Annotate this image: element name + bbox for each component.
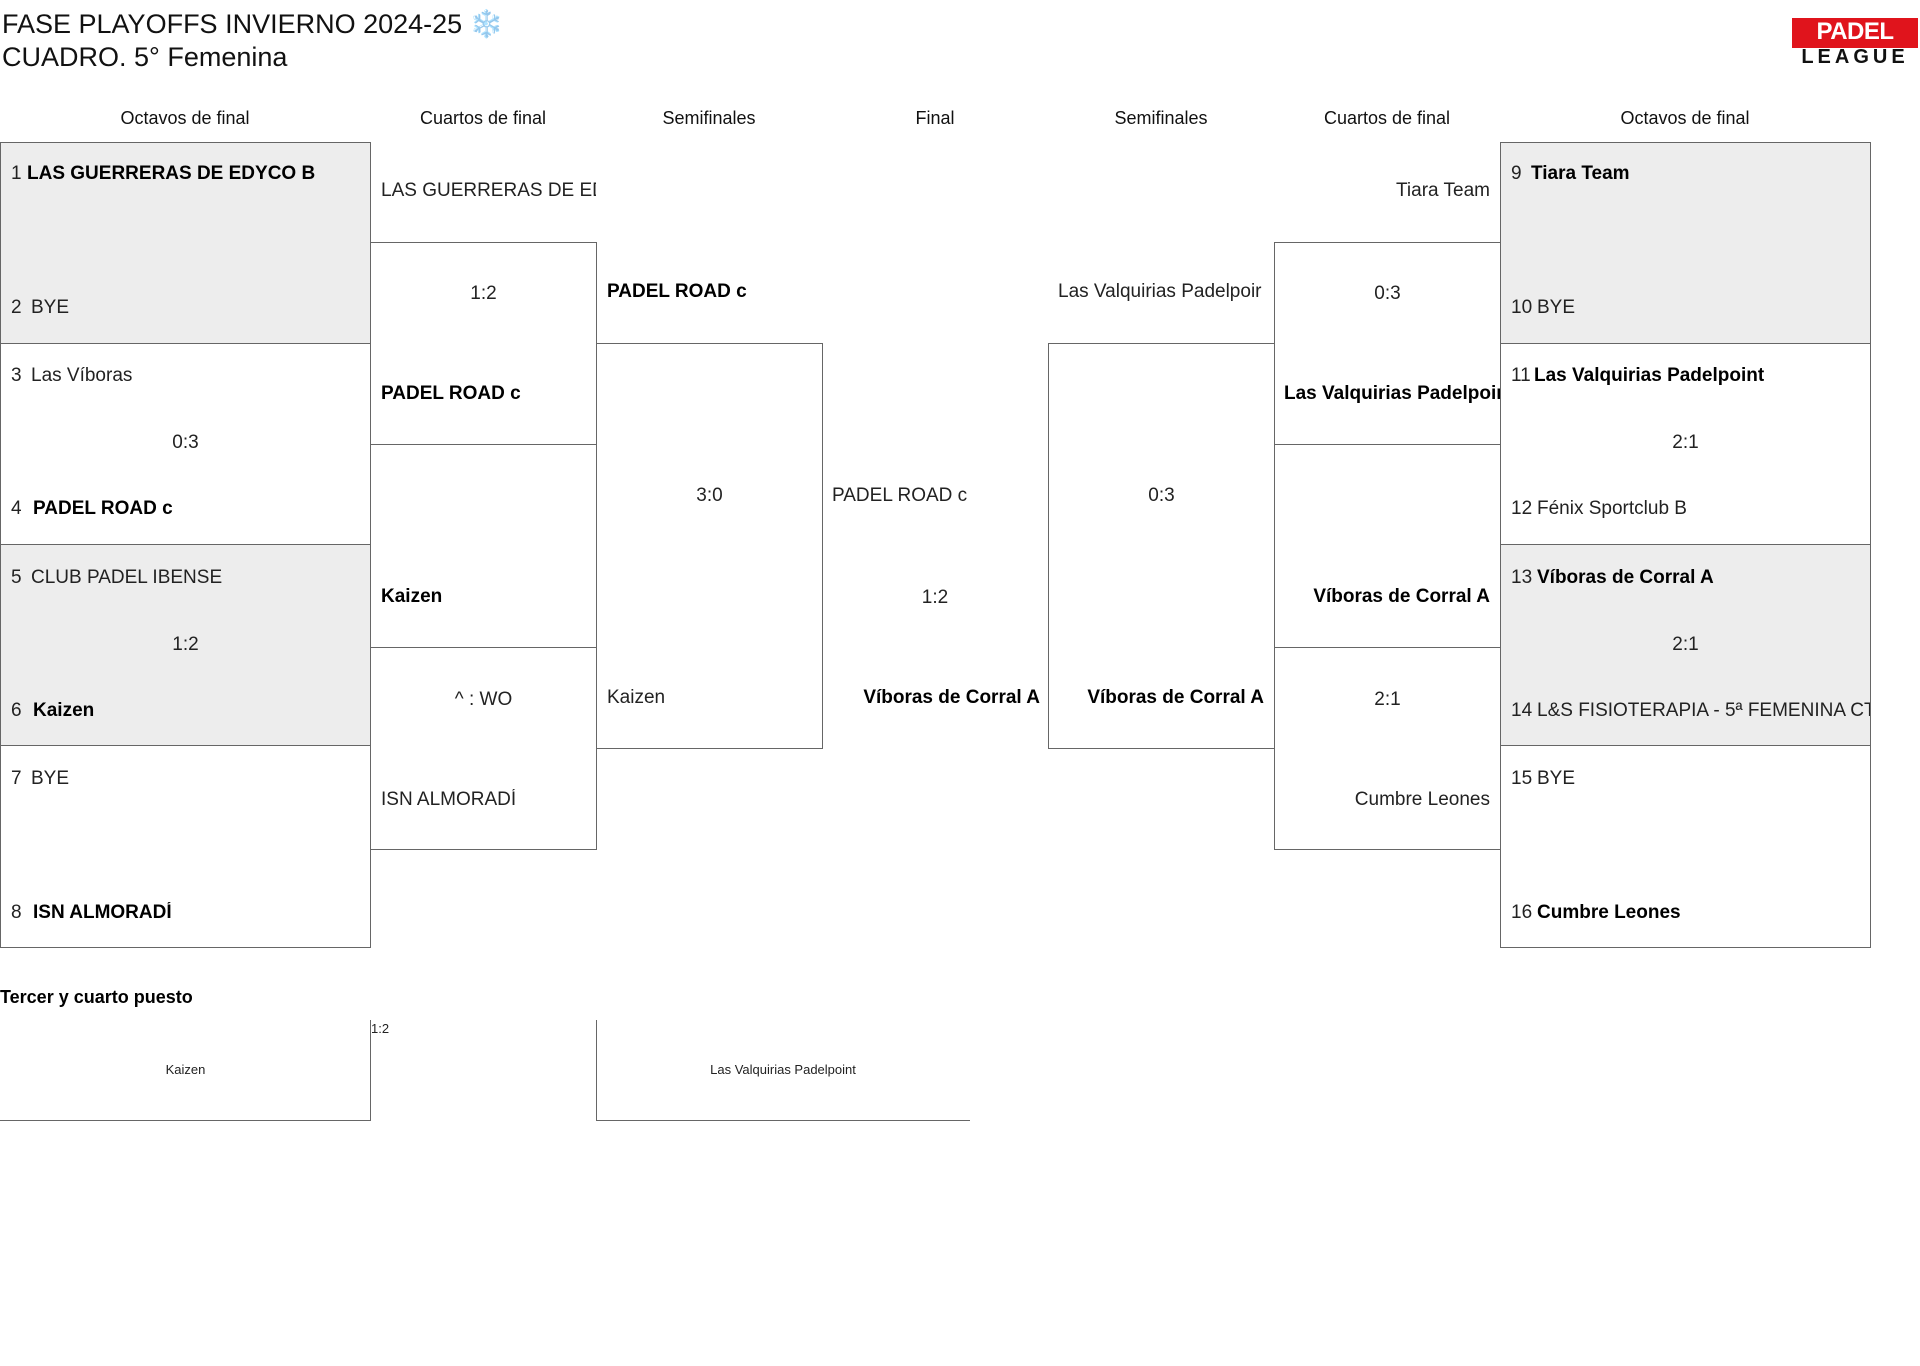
team-right-r16-2-top: Las Valquirias Padelpoint: [1534, 365, 1765, 386]
third-place-score: 1:2: [371, 1021, 390, 1036]
score-left-qf-1: 1:2: [470, 283, 497, 304]
team-right-qf-1-top: Tiara Team: [1396, 180, 1490, 201]
logo-top: PADEL TEAM: [1792, 18, 1918, 73]
seed-11: 11: [1511, 365, 1531, 386]
team-left-r16-3-top: CLUB PADEL IBENSE: [31, 567, 223, 588]
team-left-r16-2-bottom: PADEL ROAD c: [33, 498, 173, 519]
seed-6: 6: [11, 700, 22, 721]
right-sf-match: [1048, 343, 1275, 749]
header-left-sf: Semifinales: [662, 108, 756, 128]
left-sf-match: [596, 343, 823, 749]
team-left-sf-bottom: Kaizen: [607, 687, 666, 708]
header-left-qf: Cuartos de final: [419, 108, 547, 128]
third-place-label: Tercer y cuarto puesto: [0, 987, 193, 1007]
team-right-qf-2-bottom: Cumbre Leones: [1354, 789, 1490, 810]
header-right-r16: Octavos de final: [1620, 108, 1750, 128]
team-left-sf-top: PADEL ROAD c: [607, 281, 747, 302]
seed-12: 12: [1511, 498, 1533, 519]
seed-9: 9: [1511, 163, 1522, 184]
team-right-r16-3-top: Víboras de Corral A: [1537, 567, 1714, 588]
left-qf-match-1: [370, 242, 597, 445]
title-line2: CUADRO. 5° Femenina: [2, 42, 288, 72]
right-r16-match-4: [1500, 745, 1871, 948]
seed-2: 2: [11, 297, 22, 318]
seed-3: 3: [11, 365, 22, 386]
score-left-sf: 3:0: [696, 485, 723, 506]
right-qf-match-2: [1274, 647, 1501, 850]
score-right-sf: 0:3: [1148, 485, 1175, 506]
right-qf-match-1: [1274, 242, 1501, 445]
team-right-qf-1-bottom: Las Valquirias Padelpoir: [1284, 383, 1500, 404]
team-final-bottom: Víboras de Corral A: [863, 687, 1040, 708]
seed-10: 10: [1511, 297, 1533, 318]
team-right-qf-2-top: Víboras de Corral A: [1313, 586, 1490, 607]
seed-8: 8: [11, 902, 22, 923]
left-r16-match-1: [0, 142, 371, 344]
third-place-team-right: Las Valquirias Padelpoint: [710, 1062, 856, 1077]
third-place-team-left: Kaizen: [165, 1062, 206, 1077]
left-r16-match-3: [0, 544, 371, 746]
seed-15: 15: [1511, 768, 1533, 789]
score-right-qf-1: 0:3: [1374, 283, 1401, 304]
team-right-r16-2-bottom: Fénix Sportclub B: [1537, 498, 1687, 519]
header-right-qf: Cuartos de final: [1323, 108, 1451, 128]
team-left-r16-2-top: Las Víboras: [31, 365, 133, 386]
score-right-qf-2: 2:1: [1374, 689, 1401, 710]
score-left-qf-2: ^ : WO: [454, 689, 513, 710]
score-left-r16-2: 0:3: [172, 432, 199, 453]
seed-14: 14: [1511, 700, 1533, 721]
team-left-r16-3-bottom: Kaizen: [33, 700, 95, 721]
team-right-r16-4-top: BYE: [1537, 768, 1576, 789]
third-place-right-slot: [596, 1020, 970, 1121]
seed-5: 5: [11, 567, 22, 588]
score-left-r16-3: 1:2: [172, 634, 199, 655]
team-left-r16-4-top: BYE: [31, 768, 70, 789]
right-r16-match-3: [1500, 544, 1871, 746]
team-right-r16-4-bottom: Cumbre Leones: [1537, 902, 1681, 923]
seed-16: 16: [1511, 902, 1533, 923]
header-final: Final: [915, 108, 955, 128]
team-left-r16-1-bottom: BYE: [31, 297, 70, 318]
team-right-sf-bottom: Víboras de Corral A: [1087, 687, 1264, 708]
team-left-r16-4-bottom: ISN ALMORADÍ: [33, 902, 172, 923]
seed-1: 1: [11, 163, 22, 184]
team-right-sf-top: Las Valquirias Padelpoir: [1058, 281, 1262, 302]
right-r16-match-1: [1500, 142, 1871, 344]
seed-13: 13: [1511, 567, 1533, 588]
score-right-r16-2: 2:1: [1672, 432, 1699, 453]
header-right-sf: Semifinales: [1114, 108, 1208, 128]
seed-4: 4: [11, 498, 22, 519]
third-place-left-slot: [0, 1020, 371, 1121]
team-final-top: PADEL ROAD c: [832, 485, 968, 506]
header-left-r16: Octavos de final: [120, 108, 250, 128]
team-left-qf-1-top: LAS GUERRERAS DE ED: [381, 180, 596, 201]
team-left-qf-2-top: Kaizen: [381, 586, 443, 607]
logo-bottom: LEAGUE: [1801, 46, 1909, 68]
left-qf-match-2: [370, 647, 597, 850]
team-left-qf-1-bottom: PADEL ROAD c: [381, 383, 521, 404]
team-left-qf-2-bottom: ISN ALMORADÍ: [381, 789, 517, 810]
team-right-r16-1-top: Tiara Team: [1531, 163, 1630, 184]
seed-7: 7: [11, 768, 22, 789]
padel-team-league-logo: PADEL TEAM LEAGUE: [1792, 18, 1918, 73]
page-title: FASE PLAYOFFS INVIERNO 2024-25 ❄️ CUADRO…: [2, 8, 503, 74]
team-left-r16-1-top: LAS GUERRERAS DE EDYCO B: [27, 163, 316, 184]
score-right-r16-3: 2:1: [1672, 634, 1699, 655]
team-right-r16-1-bottom: BYE: [1537, 297, 1576, 318]
team-right-r16-3-bottom: L&S FISIOTERAPIA - 5ª FEMENINA CT: [1537, 700, 1870, 721]
title-line1: FASE PLAYOFFS INVIERNO 2024-25 ❄️: [2, 9, 504, 39]
score-final: 1:2: [921, 587, 949, 608]
